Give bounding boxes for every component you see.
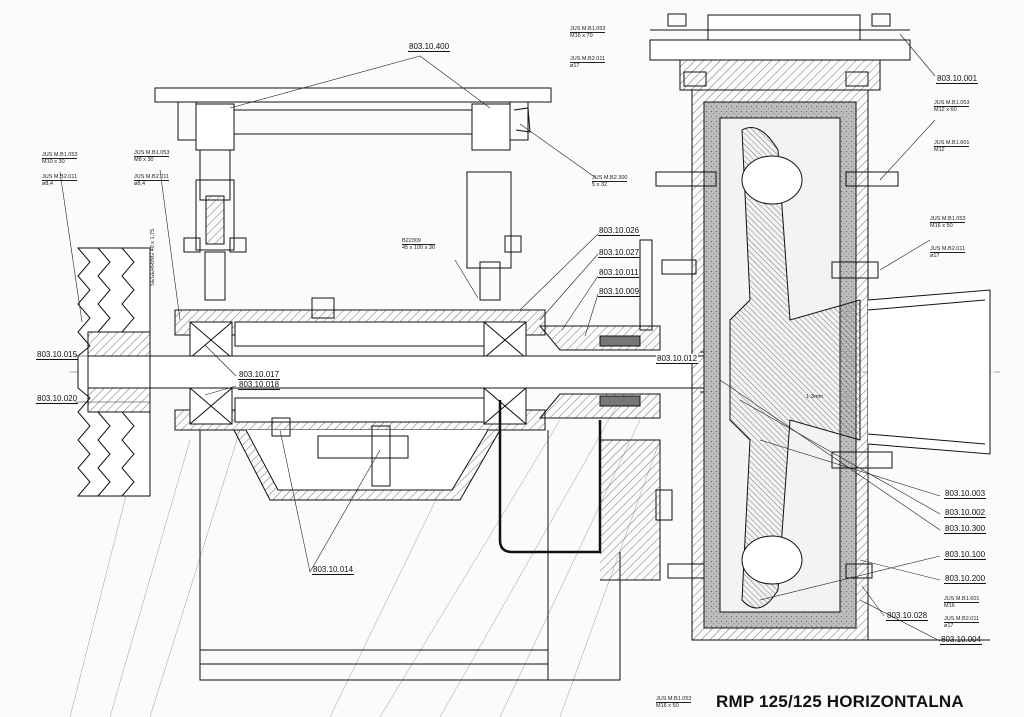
label-part-100: 803.10.100 [944, 550, 987, 560]
bearing-housing [149, 297, 769, 431]
pump-casing [649, 13, 991, 641]
label-part-028: 803.10.028 [886, 611, 929, 621]
drawing-title: RMP 125/125 HORIZONTALNA [716, 692, 964, 711]
label-part-011: 803.10.011 [598, 268, 640, 278]
v-belt-pulley [76, 247, 151, 497]
label-part-027: 803.10.027 [598, 248, 641, 258]
label-part-003: 803.10.003 [944, 489, 987, 499]
impeller [729, 127, 861, 609]
bearing-left [189, 321, 233, 425]
label-part-017: 803.10.017 [238, 370, 281, 380]
motor-bracket [154, 87, 552, 301]
label-part-020: 803.10.020 [36, 394, 79, 404]
label-part-018: 803.10.018 [238, 380, 281, 390]
label-part-026: 803.10.026 [598, 226, 641, 236]
label-part-009: 803.10.009 [598, 287, 641, 297]
label-part-200: 803.10.200 [944, 574, 987, 584]
leader-lines [59, 33, 941, 642]
label-part-014: 803.10.014 [312, 565, 355, 575]
seal-housing [498, 239, 661, 681]
label-part-001: 803.10.001 [936, 74, 979, 84]
label-part-002: 803.10.002 [944, 508, 987, 518]
pedestal-base [199, 417, 549, 681]
label-part-012: 803.10.012 [656, 354, 699, 364]
label-part-400: 803.10.400 [408, 42, 451, 52]
pump-shaft [149, 355, 751, 389]
label-part-300: 803.10.300 [944, 524, 987, 534]
seeger-ring-note: SEGERRING 40 x 1,75 [150, 228, 156, 286]
label-part-004: 803.10.004 [940, 635, 983, 645]
label-part-015: 803.10.015 [36, 350, 79, 360]
gap-note: 1-3mm [806, 394, 824, 400]
bearing-right [483, 321, 527, 425]
